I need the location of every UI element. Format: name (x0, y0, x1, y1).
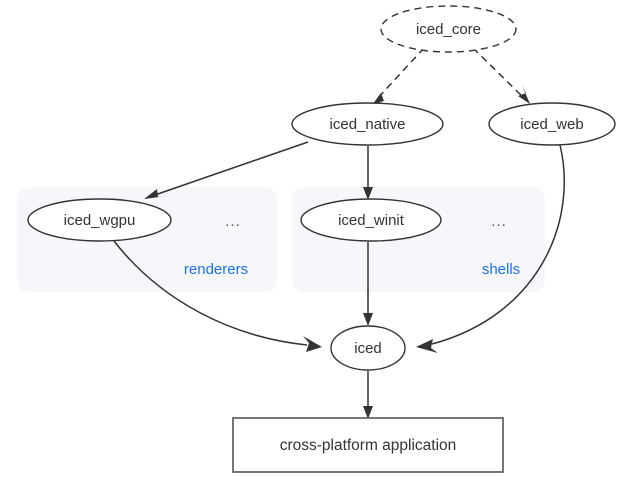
node-iced-core-label: iced_core (416, 21, 481, 38)
node-iced-native[interactable]: iced_native (291, 102, 444, 146)
edge-iced-native-to-iced-wgpu (144, 141, 309, 199)
arrowhead-iced-web-from-core (518, 85, 530, 104)
arrowhead-iced-from-wgpu (303, 336, 322, 352)
node-iced-winit[interactable]: iced_winit (300, 198, 442, 242)
cluster-renderers-label: renderers (184, 261, 248, 278)
edge-iced-core-to-iced-web (472, 47, 530, 104)
node-application-shape[interactable] (232, 417, 504, 473)
node-application-label: cross-platform application (280, 437, 457, 454)
arrowhead-iced-from-web (416, 339, 438, 353)
arrowhead-iced-native-from-core (372, 93, 392, 105)
node-iced-wgpu-label: iced_wgpu (64, 212, 136, 229)
edge-iced-wgpu-to-iced (113, 240, 322, 352)
node-iced-core-shape[interactable] (380, 5, 517, 53)
edge-iced-winit-to-iced (363, 242, 373, 326)
edge-iced-web-to-iced (416, 144, 566, 353)
edge-iced-core-to-iced-native (372, 47, 425, 105)
edge-iced-to-application (363, 371, 373, 419)
node-iced-web-shape[interactable] (488, 102, 616, 146)
node-cross-platform-application[interactable]: cross-platform application (232, 417, 504, 473)
node-iced-native-shape[interactable] (291, 102, 444, 146)
node-iced[interactable]: iced (330, 325, 406, 371)
node-iced-wgpu-shape[interactable] (27, 198, 172, 242)
node-iced-web-label: iced_web (520, 116, 583, 133)
node-iced-web[interactable]: iced_web (488, 102, 616, 146)
node-iced-native-label: iced_native (330, 116, 406, 133)
node-iced-winit-label: iced_winit (338, 212, 405, 229)
arrowhead-iced-winit (363, 187, 373, 200)
node-iced-winit-shape[interactable] (300, 198, 442, 242)
node-iced-label: iced (354, 340, 382, 357)
cluster-shells-label: shells (482, 261, 520, 278)
arrowhead-iced-from-winit (363, 313, 373, 326)
cluster-renderers-ellipsis: ... (225, 213, 241, 230)
node-iced-core[interactable]: iced_core (380, 5, 517, 53)
node-iced-shape[interactable] (330, 325, 406, 371)
edge-iced-native-to-iced-winit (363, 146, 373, 200)
arrowhead-iced-wgpu (144, 189, 167, 199)
arrowhead-application (363, 406, 373, 419)
node-iced-wgpu[interactable]: iced_wgpu (27, 198, 172, 242)
cluster-shells-ellipsis: ... (491, 213, 507, 230)
